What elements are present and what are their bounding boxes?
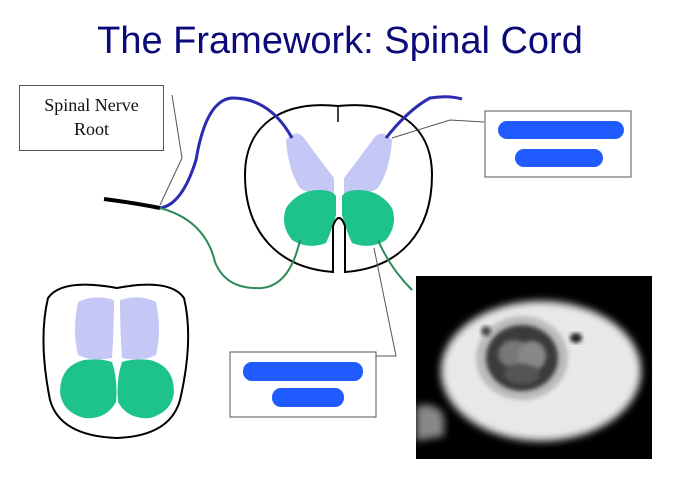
- spinal-nerve-root-label: Spinal Nerve Root: [19, 85, 164, 151]
- ventral-root-left: [159, 207, 301, 290]
- redaction-bar-top-2: [515, 149, 603, 167]
- spinal-nerve: [103, 197, 161, 210]
- ventral-horn-left: [284, 190, 336, 246]
- label-line-2: Root: [73, 119, 109, 139]
- central-canal: [335, 187, 343, 195]
- small-cord-outline: [42, 283, 190, 440]
- top-leader-line: [391, 119, 485, 139]
- bottom-label-box: [229, 351, 377, 418]
- dorsal-root-right: [384, 95, 463, 139]
- ventral-horn-right: [342, 190, 394, 246]
- label-leader-line: [159, 94, 183, 206]
- ventral-fissure: [332, 217, 346, 272]
- redaction-bar-top-1: [498, 121, 624, 139]
- small-dorsal-horn-right: [120, 297, 159, 360]
- redaction-bar-bottom-1: [243, 362, 363, 381]
- mri-cross-section: [416, 276, 652, 459]
- bottom-leader-line: [373, 247, 397, 357]
- dorsal-horn-right: [344, 133, 392, 195]
- dorsal-horn-left: [286, 133, 334, 195]
- mri-image: [416, 276, 652, 459]
- label-line-1: Spinal Nerve: [44, 95, 139, 115]
- top-right-label-box: [484, 110, 632, 178]
- small-ventral-horn-left: [60, 359, 117, 419]
- small-ventral-horn-right: [117, 359, 174, 419]
- small-dorsal-horn-left: [75, 297, 114, 360]
- ventral-root-right: [377, 239, 413, 291]
- dorsal-root-left: [159, 96, 294, 210]
- redaction-bar-bottom-2: [272, 388, 344, 407]
- slide-title: The Framework: Spinal Cord: [97, 20, 583, 62]
